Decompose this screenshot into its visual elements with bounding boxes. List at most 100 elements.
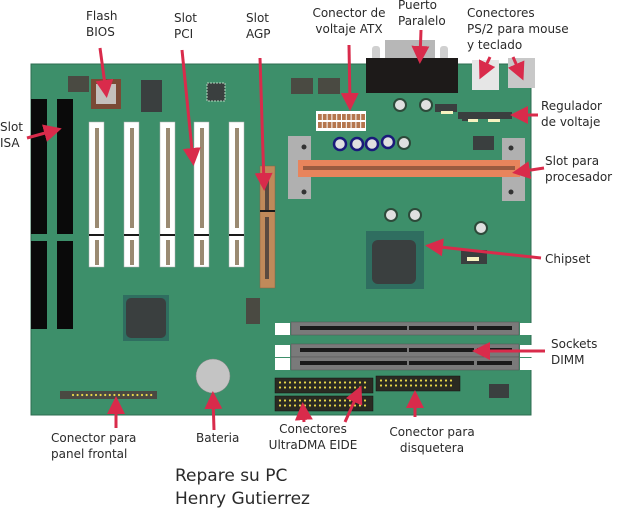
small-chip (246, 298, 260, 324)
credit-author: Henry Gutierrez (175, 489, 310, 508)
label-flash-bios-line-1: Flash (86, 9, 117, 23)
dimm-socket (275, 321, 535, 336)
front-panel-pin (104, 393, 107, 397)
small-chip (473, 136, 494, 150)
agp-slot (259, 165, 276, 289)
arrow-parallel (411, 29, 430, 64)
label-voltage-regulator-line-1: Regulador (541, 99, 602, 113)
pci-slots (88, 121, 245, 268)
regulator-pad (467, 257, 479, 261)
label-dimm-sockets-line-1: Sockets (551, 337, 597, 351)
front-panel-pin (140, 393, 144, 397)
small-chip (291, 78, 313, 94)
atx-power-connector (316, 111, 366, 131)
arrow-slot-agp (254, 57, 273, 191)
label-ps2-connectors-line-3: y teclado (467, 38, 522, 52)
atx-pin (318, 122, 322, 128)
isa-slots (31, 99, 73, 329)
front-panel-pin (131, 393, 134, 397)
label-slot-agp-line-1: Slot (246, 11, 269, 25)
arrow-battery (204, 391, 223, 431)
atx-pin (356, 122, 361, 128)
label-slot-pci-line-1: Slot (174, 11, 197, 25)
front-panel-pin (81, 393, 84, 397)
label-processor-slot-line-2: procesador (545, 170, 612, 184)
atx-pin (337, 122, 341, 128)
credit-title: Repare su PC (175, 466, 287, 486)
arrow-ide-1 (294, 402, 313, 423)
label-flash-bios-line-2: BIOS (86, 25, 115, 39)
label-floppy-connector-line-2: disquetera (400, 441, 464, 455)
battery (195, 358, 231, 394)
atx-pin (351, 114, 356, 120)
label-dimm-sockets-line-2: DIMM (551, 353, 585, 367)
label-processor-slot-line-1: Slot para (545, 154, 599, 168)
arrow-slot-pci (180, 49, 201, 166)
atx-pin (332, 114, 337, 120)
arrow-cpu-slot (512, 161, 545, 180)
label-floppy-connector-line-1: Conector para (389, 425, 474, 439)
front-panel-pin (117, 393, 121, 397)
label-chipset: Chipset (545, 252, 591, 266)
label-slot-isa-line-1: Slot (0, 120, 23, 134)
front-panel-pin (122, 393, 125, 397)
atx-pin (361, 114, 365, 120)
arrow-atx (340, 44, 359, 111)
label-slot-agp-line-2: AGP (246, 27, 271, 41)
front-panel-pin (99, 393, 102, 397)
label-slot-pci-line-2: PCI (174, 27, 193, 41)
front-panel-pin (150, 393, 153, 397)
front-panel-connector (60, 391, 157, 399)
atx-pin (318, 114, 322, 120)
label-front-panel-line-2: panel frontal (51, 447, 127, 461)
atx-pin (356, 114, 361, 120)
front-panel-pin (76, 393, 79, 397)
label-battery: Bateria (196, 431, 239, 445)
front-panel-pin (127, 393, 130, 397)
atx-pin (322, 114, 327, 120)
atx-pin (346, 122, 351, 128)
atx-pin (327, 114, 332, 120)
dimm-socket (275, 356, 535, 371)
ide-connector-secondary (274, 395, 374, 412)
pci-slot (123, 121, 140, 268)
front-panel-pin (90, 393, 93, 397)
label-ide-connectors-line-1: Conectores (279, 422, 347, 436)
pci-slot (228, 121, 245, 268)
front-panel-pin (136, 393, 139, 397)
front-panel-pin (113, 393, 116, 397)
small-chip (68, 76, 89, 92)
arrow-slot-isa (26, 124, 62, 142)
voltage-regulator (435, 104, 512, 122)
arrow-ps2-mouse (478, 56, 496, 80)
label-ps2-connectors-line-1: Conectores (467, 6, 535, 20)
callout-arrows (26, 29, 545, 431)
atx-pin (322, 122, 327, 128)
front-panel-pin (71, 393, 75, 397)
atx-pin (351, 122, 356, 128)
label-atx-connector-line-1: Conector de (312, 6, 385, 20)
chipset-die (372, 240, 416, 284)
label-slot-isa-line-2: ISA (0, 136, 20, 150)
atx-pin (327, 122, 332, 128)
pci-slot (193, 121, 210, 268)
chip-die (126, 298, 166, 338)
atx-pin (332, 122, 337, 128)
atx-pin (342, 114, 346, 120)
arrow-chipset (425, 238, 542, 260)
label-atx-connector-line-2: voltaje ATX (315, 22, 382, 36)
atx-pin (342, 122, 346, 128)
atx-pin (337, 114, 341, 120)
front-panel-pin (108, 393, 111, 397)
dimm-sockets (275, 321, 535, 371)
label-parallel-port-line-1: Puerto (398, 0, 437, 12)
processor-slot (288, 136, 525, 201)
capacitors (332, 98, 488, 235)
controller-chip (141, 80, 162, 112)
label-parallel-port-line-2: Paralelo (398, 14, 446, 28)
front-panel-pin (85, 393, 88, 397)
small-chip (489, 384, 509, 398)
arrow-ide-2 (343, 385, 363, 423)
front-panel-pin (145, 393, 148, 397)
